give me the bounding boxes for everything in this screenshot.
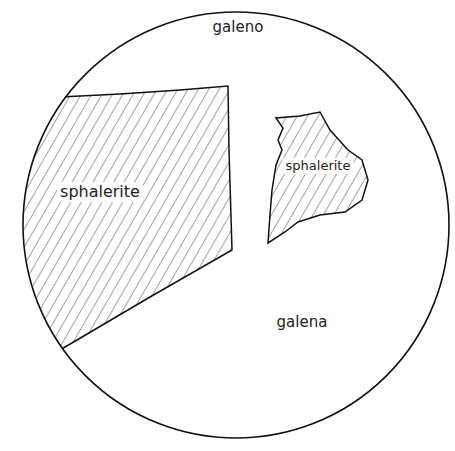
hatched-grain — [264, 108, 372, 248]
mineral-label: galena — [277, 314, 328, 331]
field-of-view-circle: galeno galena sphalerite sphalerite — [22, 11, 450, 439]
sphalerite-grain: sphalerite — [22, 84, 234, 356]
grain-outline — [268, 112, 368, 243]
mineral-label: galeno — [213, 19, 264, 36]
hatched-grain — [22, 84, 234, 356]
grain-outline — [0, 86, 232, 385]
mineral-label: sphalerite — [57, 182, 143, 202]
mineral-label: sphalerite — [283, 158, 354, 174]
sphalerite-grain: sphalerite — [264, 108, 372, 248]
